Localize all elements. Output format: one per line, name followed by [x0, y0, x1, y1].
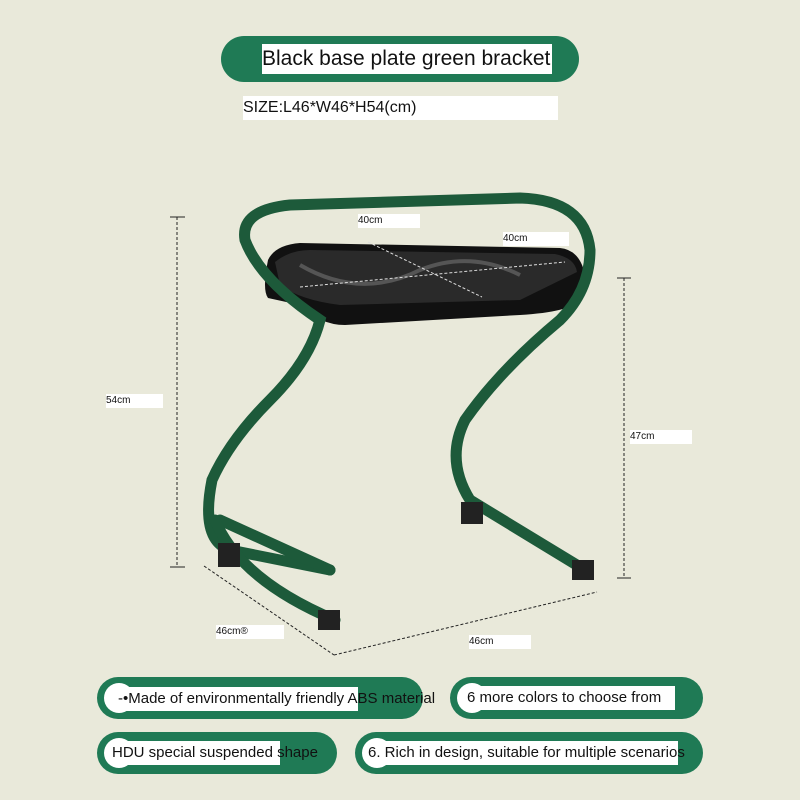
seat-plate [265, 241, 585, 325]
base-depth-label: 46cm® [216, 625, 284, 639]
foot-pad [461, 502, 483, 524]
foot-pad [572, 560, 594, 580]
leg-height-label: 47cm [630, 430, 692, 444]
feature-text-3: HDU special suspended shape [112, 741, 318, 765]
total-height-label: 54cm [106, 394, 163, 408]
feature-text-4: 6. Rich in design, suitable for multiple… [368, 741, 685, 765]
green-bracket [203, 192, 596, 626]
feature-text-2: 6 more colors to choose from [467, 686, 675, 710]
dimension-lines [170, 216, 631, 656]
foot-pad [218, 543, 240, 567]
feature-text-1: -•Made of environmentally friendly ABS m… [118, 687, 435, 711]
seat-width-label: 40cm [503, 232, 569, 246]
title-text: Black base plate green bracket [262, 44, 552, 74]
seat-depth-label: 40cm [358, 214, 420, 228]
base-width-label: 46cm [469, 635, 531, 649]
foot-pad [318, 610, 340, 630]
size-text: SIZE:L46*W46*H54(cm) [243, 96, 558, 120]
